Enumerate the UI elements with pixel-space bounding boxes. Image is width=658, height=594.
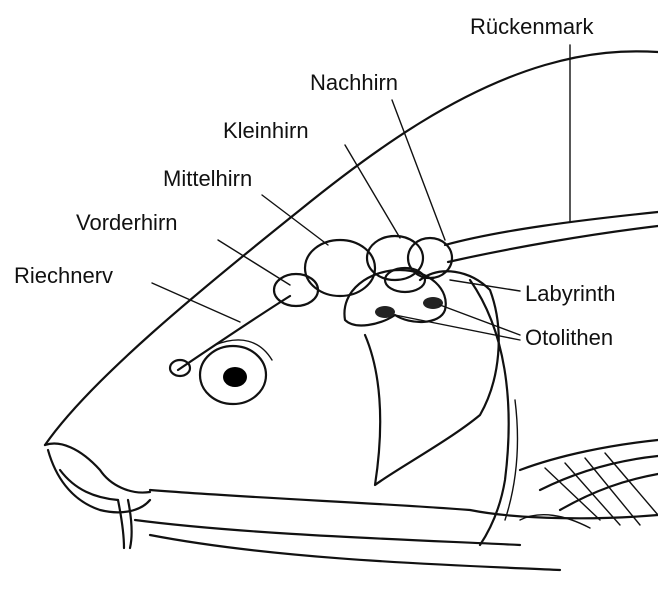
label-otolithen: Otolithen <box>525 327 613 349</box>
mouth-lower-lip <box>48 450 150 512</box>
label-kleinhirn: Kleinhirn <box>223 120 309 142</box>
pupil <box>223 367 247 387</box>
pointer-kleinhirn <box>345 145 400 238</box>
label-mittelhirn: Mittelhirn <box>163 168 252 190</box>
belly-line-2 <box>150 535 560 570</box>
pectoral-fin <box>520 440 658 510</box>
mouth-upper-lip <box>45 444 150 493</box>
barbel <box>118 500 132 548</box>
pointer-mittelhirn <box>262 195 328 245</box>
label-labyrinth: Labyrinth <box>525 283 616 305</box>
otolith-1 <box>375 306 395 318</box>
ventral-outline <box>150 490 658 518</box>
spinal-cord <box>445 212 658 262</box>
pointer-labyrinth <box>450 280 520 291</box>
pointer-riechnerv <box>152 283 240 322</box>
label-rueckenmark: Rückenmark <box>470 16 593 38</box>
mouth-inner <box>60 470 118 500</box>
fin-base-stipple <box>520 515 590 528</box>
label-nachhirn: Nachhirn <box>310 72 398 94</box>
label-riechnerv: Riechnerv <box>14 265 113 287</box>
otolith-2 <box>423 297 443 309</box>
olfactory-nerve <box>178 296 290 370</box>
dorsal-outline <box>45 51 658 445</box>
label-vorderhirn: Vorderhirn <box>76 212 178 234</box>
operculum-edge <box>470 280 509 545</box>
pointer-nachhirn <box>392 100 445 240</box>
pointer-otolithen-1 <box>440 305 520 335</box>
eye-socket-stipple <box>215 340 272 360</box>
midbrain <box>305 240 375 296</box>
